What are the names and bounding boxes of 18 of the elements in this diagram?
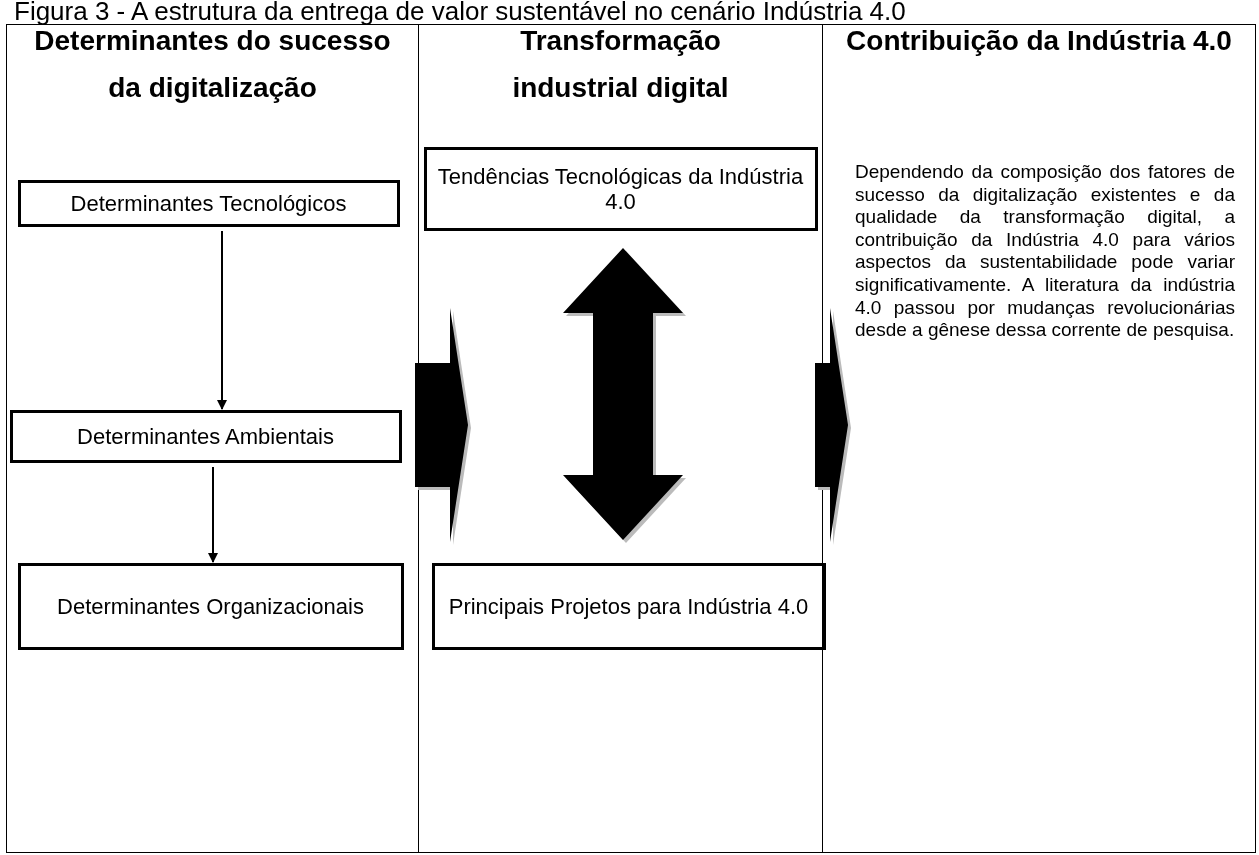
process-box: Determinantes Tecnológicos [17,179,400,227]
arrow [208,466,218,563]
process-box: Tendências Tecnológicas da Indústria 4.0 [423,146,818,231]
column-heading: Transformação industrial digital [511,24,730,105]
figure-title: Figura 3 - A estrutura da entrega de valor sustentável no cenário Indústria 4.0 [14,0,906,25]
process-box: Determinantes Organizacionais [17,562,404,650]
table-column [822,24,1256,853]
arrow [217,230,227,410]
table-column [6,24,419,853]
column-heading: Contribuição da Indústria 4.0 [845,24,1233,58]
block-arrow [815,308,848,542]
process-box: Determinantes Ambientais [9,409,402,463]
column-heading: Determinantes do sucesso da digitalização [33,24,392,105]
description-text: Dependendo da composição dos fatores de sucesso da digitalização existentes e da qualidade da transformação digital, a contribuição da Indústria 4.0 para vários aspectos da sustentabilidade pode variar significativamente. A literatura da indústria 4.0 passou por mudanças revolucionárias desde a gênese dessa corrente de pesquisa. [855,161,1235,342]
table-column [418,24,823,853]
block-arrow [563,248,683,540]
process-box: Principais Projetos para Indústria 4.0 [431,562,826,650]
block-arrow [415,308,468,542]
